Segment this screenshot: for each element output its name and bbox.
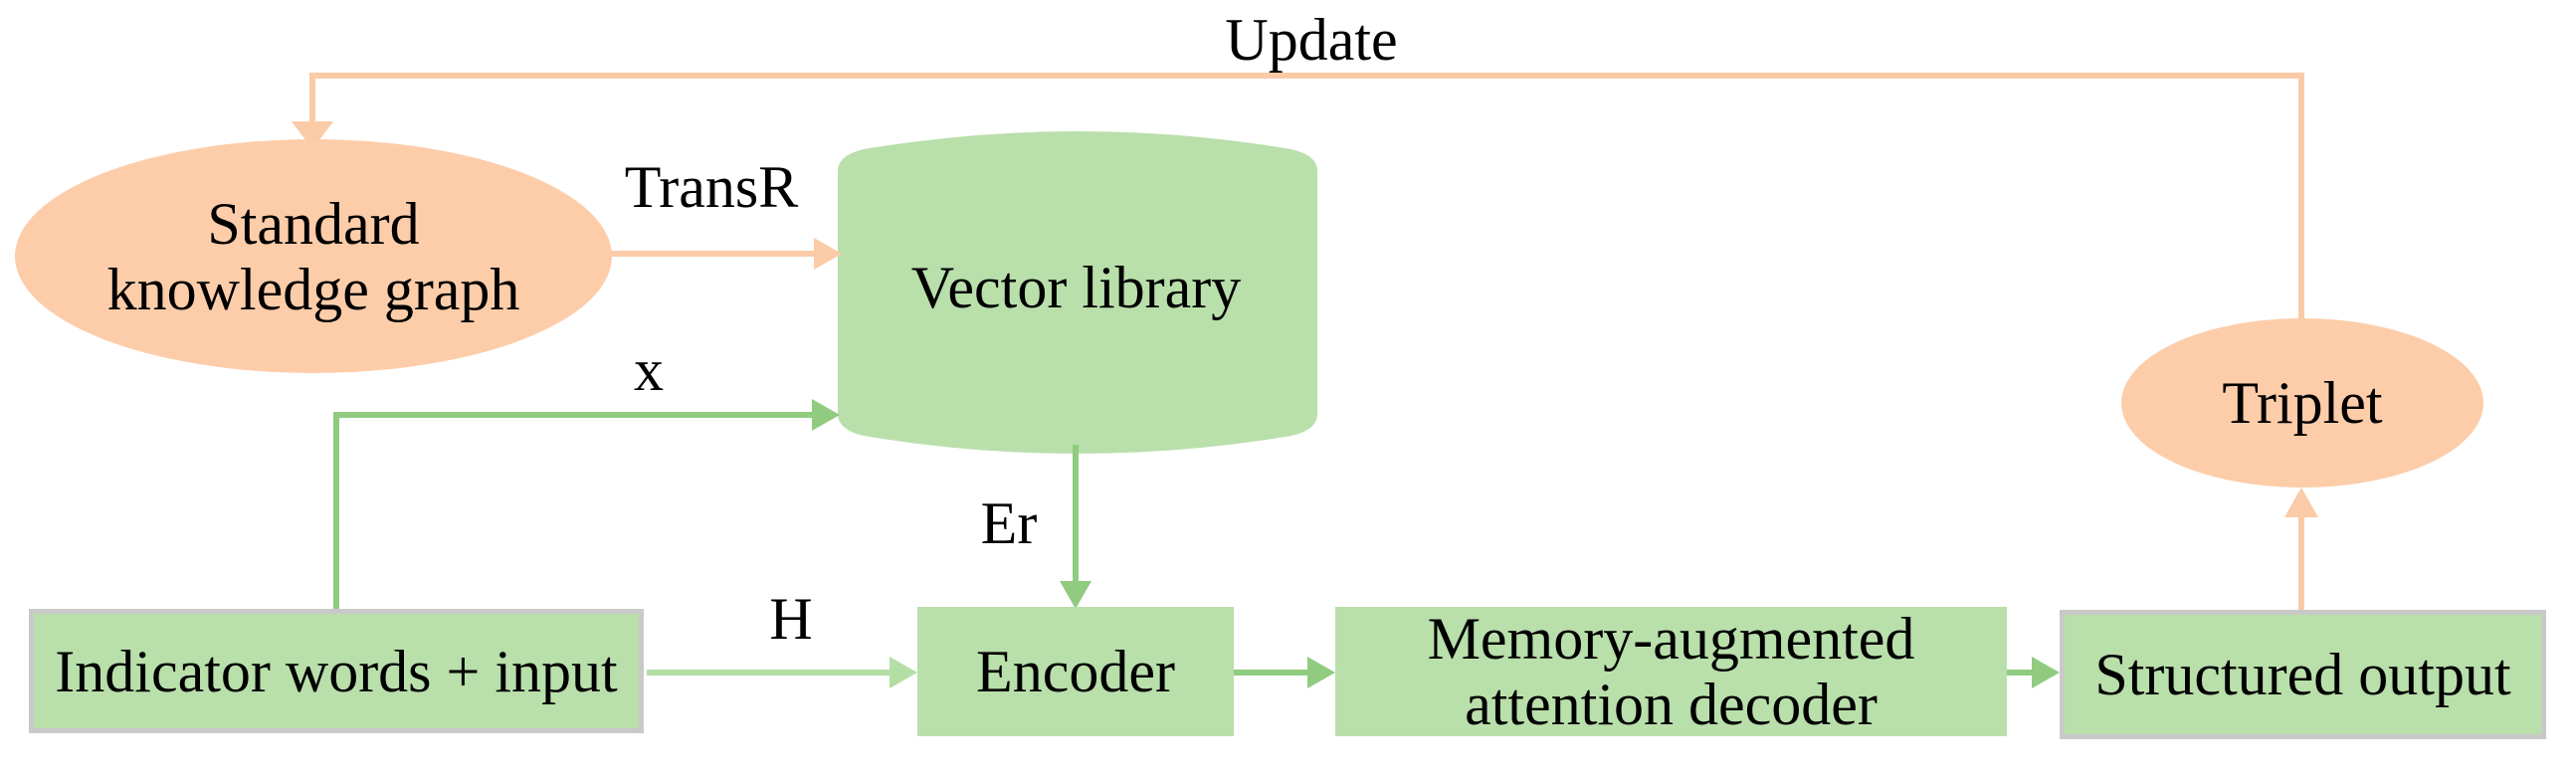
- er-edge-arrowhead: [1060, 581, 1091, 609]
- h-edge-label: H: [769, 586, 813, 652]
- triplet-node: Triplet: [2121, 318, 2483, 487]
- standard-knowledge-graph-node: Standard knowledge graph: [15, 139, 612, 373]
- x-edge-arrowhead: [812, 399, 840, 431]
- vector-library-shape: [838, 131, 1317, 454]
- h-edge-arrowhead: [890, 657, 917, 688]
- transr-edge-arrowhead: [814, 238, 842, 270]
- x-edge-label: x: [634, 337, 664, 403]
- indicator-words-input-node: Indicator words + input: [29, 609, 644, 733]
- output-to-triplet-arrowhead: [2284, 487, 2318, 517]
- er-edge-label: Er: [980, 490, 1038, 556]
- encoder-node: Encoder: [917, 607, 1234, 736]
- update-edge-label: Update: [1225, 7, 1398, 73]
- vector-library-label: Vector library: [910, 255, 1242, 320]
- encoder-label: Encoder: [976, 639, 1175, 704]
- memory-augmented-decoder-label: Memory-augmented attention decoder: [1427, 606, 1915, 737]
- vector-library-node: Vector library: [833, 130, 1319, 445]
- update-edge-line: [309, 73, 2304, 320]
- update-edge-arrowhead: [292, 121, 333, 149]
- structured-output-label: Structured output: [2094, 642, 2511, 707]
- standard-knowledge-graph-label: Standard knowledge graph: [106, 190, 520, 322]
- transr-edge-label: TransR: [624, 154, 799, 220]
- structured-output-node: Structured output: [2060, 610, 2546, 739]
- x-edge-line: [333, 412, 812, 609]
- decoder-to-output-arrowhead: [2032, 657, 2060, 688]
- encoder-to-decoder-arrowhead: [1307, 657, 1335, 688]
- memory-augmented-decoder-node: Memory-augmented attention decoder: [1335, 606, 2007, 737]
- indicator-words-input-label: Indicator words + input: [55, 638, 618, 704]
- triplet-label: Triplet: [2222, 370, 2383, 436]
